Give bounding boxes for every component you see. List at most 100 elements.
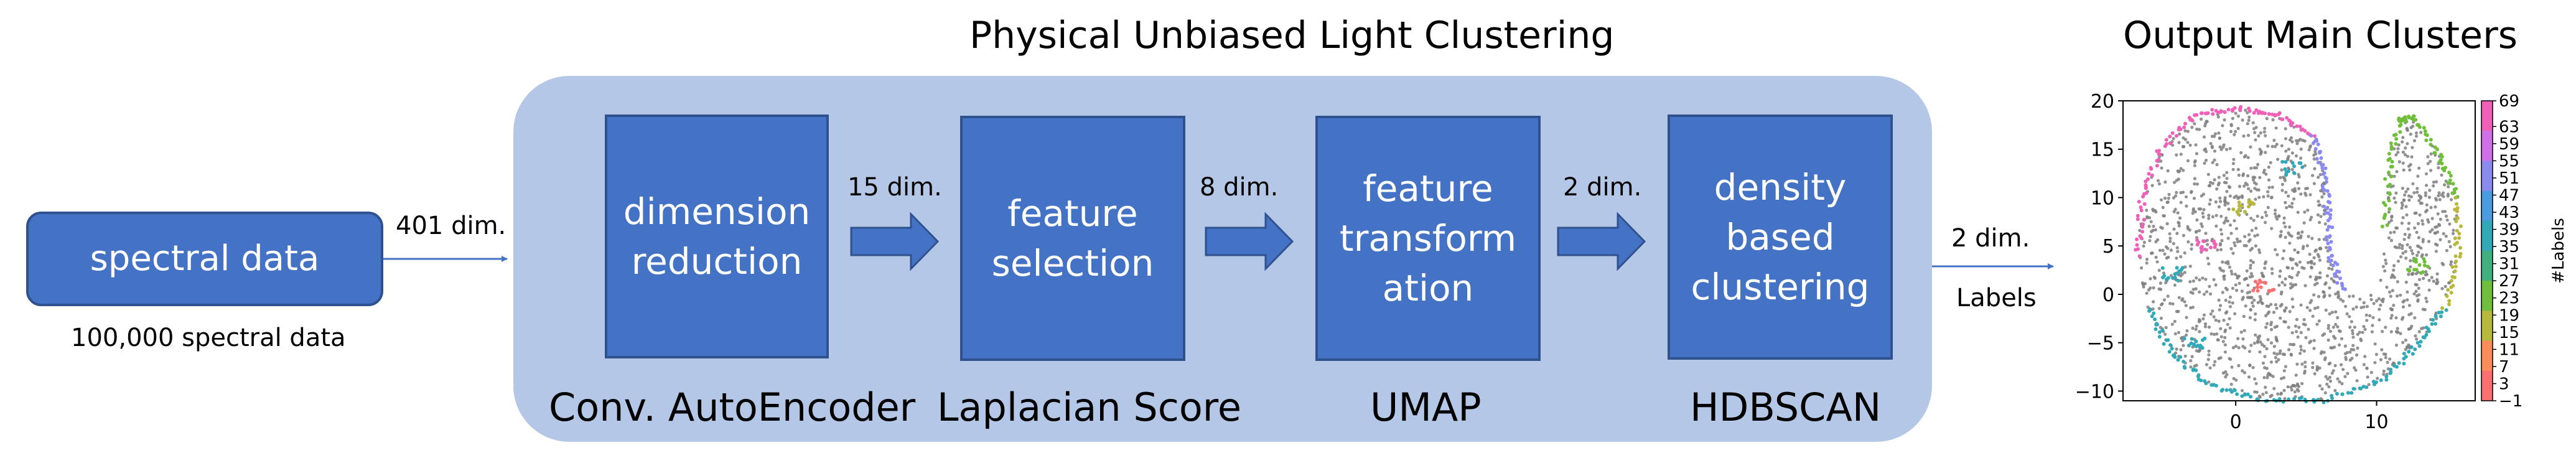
- noise-point: [2406, 290, 2409, 294]
- noise-point: [2241, 345, 2245, 348]
- noise-point: [2290, 167, 2294, 172]
- noise-point: [2244, 154, 2247, 157]
- colorbar-tick-label: 55: [2499, 152, 2519, 171]
- noise-point: [2264, 220, 2267, 225]
- noise-point: [2410, 324, 2414, 328]
- noise-point: [2157, 268, 2161, 272]
- noise-point: [2409, 265, 2412, 269]
- noise-point: [2274, 208, 2277, 212]
- noise-point: [2233, 133, 2236, 136]
- noise-point: [2241, 195, 2244, 199]
- noise-point: [2271, 118, 2275, 122]
- noise-point: [2226, 219, 2229, 223]
- noise-point: [2424, 296, 2428, 300]
- cluster-point: [2233, 388, 2237, 393]
- noise-point: [2285, 206, 2289, 210]
- cluster-point: [2414, 268, 2419, 272]
- cluster-point: [2135, 237, 2139, 241]
- cluster-point: [2187, 116, 2191, 120]
- noise-point: [2259, 299, 2262, 303]
- cluster-point: [2135, 217, 2140, 222]
- noise-point: [2443, 284, 2447, 288]
- cluster-point: [2168, 141, 2173, 146]
- noise-point: [2434, 205, 2437, 209]
- noise-point: [2235, 237, 2239, 241]
- noise-point: [2305, 244, 2309, 248]
- noise-point: [2442, 263, 2445, 266]
- noise-point: [2177, 309, 2180, 314]
- noise-point: [2283, 179, 2287, 182]
- noise-point: [2282, 216, 2286, 220]
- noise-point: [2251, 261, 2255, 264]
- noise-point: [2200, 194, 2203, 198]
- noise-point: [2246, 122, 2249, 126]
- cluster-point: [2326, 241, 2330, 246]
- noise-point: [2251, 274, 2254, 278]
- noise-point: [2300, 362, 2304, 366]
- noise-point: [2251, 175, 2255, 179]
- cluster-point: [2224, 388, 2229, 392]
- noise-point: [2172, 227, 2176, 231]
- noise-point: [2221, 260, 2224, 264]
- cluster-point: [2313, 147, 2318, 151]
- cluster-point: [2194, 339, 2198, 344]
- noise-point: [2411, 182, 2415, 185]
- noise-point: [2303, 365, 2307, 368]
- noise-point: [2138, 228, 2142, 232]
- cluster-point: [2422, 260, 2427, 264]
- noise-point: [2269, 302, 2273, 306]
- noise-point: [2390, 314, 2394, 317]
- noise-point: [2394, 191, 2398, 195]
- cluster-point: [2457, 232, 2462, 236]
- noise-point: [2355, 353, 2359, 357]
- noise-point: [2397, 160, 2401, 164]
- noise-point: [2318, 366, 2322, 370]
- noise-point: [2326, 327, 2330, 330]
- noise-point: [2288, 310, 2292, 314]
- noise-point: [2210, 332, 2213, 336]
- cluster-point: [2331, 263, 2335, 268]
- noise-point: [2247, 375, 2251, 379]
- noise-point: [2244, 108, 2247, 112]
- cluster-point: [2154, 322, 2158, 327]
- noise-point: [2295, 142, 2299, 146]
- noise-point: [2314, 152, 2318, 156]
- noise-point: [2299, 330, 2303, 335]
- noise-point: [2369, 370, 2373, 375]
- noise-point: [2263, 355, 2267, 358]
- noise-point: [2303, 360, 2307, 364]
- noise-point: [2416, 222, 2420, 225]
- noise-point: [2211, 215, 2214, 218]
- noise-point: [2142, 240, 2146, 244]
- colorbar-tick-label: 11: [2499, 340, 2519, 359]
- noise-point: [2432, 184, 2435, 188]
- colorbar-tick-label: 35: [2499, 238, 2519, 256]
- noise-point: [2354, 305, 2358, 309]
- noise-point: [2233, 195, 2236, 199]
- noise-point: [2267, 165, 2270, 169]
- noise-point: [2401, 150, 2405, 154]
- cluster-point: [2311, 141, 2315, 146]
- noise-point: [2189, 190, 2193, 194]
- cluster-point: [2285, 116, 2289, 120]
- noise-point: [2410, 273, 2414, 276]
- noise-point: [2234, 344, 2238, 348]
- noise-point: [2223, 274, 2226, 278]
- noise-point: [2425, 253, 2429, 257]
- noise-point: [2425, 300, 2429, 304]
- noise-point: [2193, 161, 2196, 164]
- noise-point: [2281, 175, 2285, 179]
- noise-point: [2200, 117, 2203, 121]
- cluster-point: [2246, 392, 2250, 396]
- cluster-point: [2226, 108, 2231, 112]
- noise-point: [2176, 169, 2180, 173]
- noise-point: [2164, 281, 2168, 284]
- noise-point: [2185, 333, 2188, 337]
- noise-point: [2319, 189, 2323, 193]
- noise-point: [2399, 293, 2402, 297]
- cluster-point: [2387, 207, 2392, 211]
- noise-point: [2320, 387, 2324, 391]
- noise-point: [2316, 253, 2320, 256]
- noise-point: [2432, 279, 2435, 283]
- noise-point: [2163, 252, 2167, 256]
